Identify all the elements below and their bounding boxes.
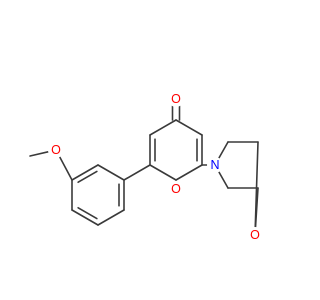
morpholine-oxygen-label: O: [250, 228, 260, 242]
bond-21: [217, 141, 229, 160]
morpholine-nitrogen: N: [207, 157, 223, 173]
methoxy-oxygen: O: [48, 142, 64, 158]
morpholine-nitrogen-label: N: [210, 158, 219, 172]
morpholine-oxygen: O: [247, 227, 263, 243]
bond-10-inner: [77, 170, 98, 184]
bond-layer: [29, 105, 259, 229]
bond-18: [217, 170, 229, 189]
bond-16: [29, 150, 50, 157]
bond-2: [175, 119, 203, 136]
ring-oxygen-label: O: [171, 182, 181, 196]
atom-label-layer: O O O N O: [48, 91, 263, 243]
bond-8: [123, 164, 151, 181]
bond-13: [97, 209, 125, 226]
bond-12-inner: [77, 206, 98, 220]
ring-oxygen: O: [168, 181, 184, 197]
bond-6: [175, 164, 203, 181]
bond-12: [71, 209, 99, 226]
bond-23: [254, 141, 259, 229]
bond-9: [97, 164, 125, 181]
carbonyl-oxygen: O: [168, 91, 184, 107]
bond-5: [149, 164, 177, 181]
structure-diagram: O O O N O: [29, 91, 263, 243]
carbonyl-oxygen-label: O: [171, 92, 181, 106]
methoxy-oxygen-label: O: [51, 143, 61, 157]
bond-1: [149, 119, 177, 136]
bond-15: [58, 155, 73, 181]
bond-10: [71, 164, 99, 181]
